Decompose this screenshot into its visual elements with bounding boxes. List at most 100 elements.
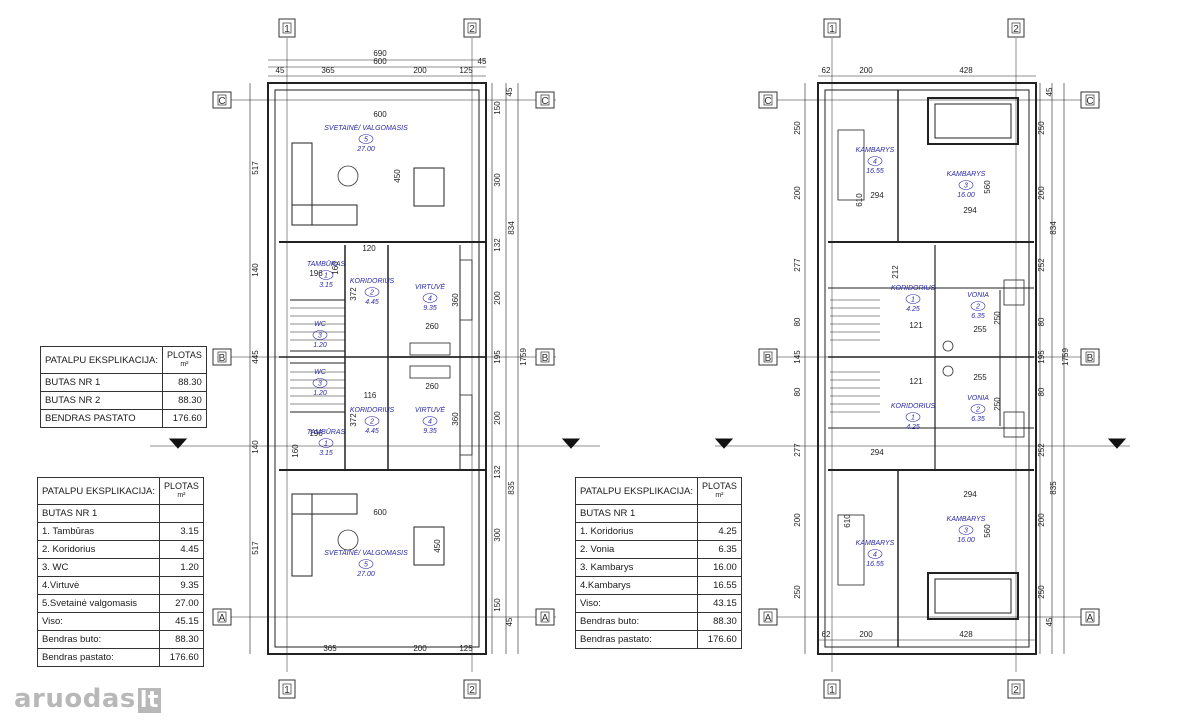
table-row: Bendras buto:88.30: [37, 630, 204, 649]
dimension-label: 150: [493, 101, 502, 115]
dimension-label: 365: [323, 644, 337, 653]
dimension-label: 200: [859, 630, 873, 639]
dimension-label: 600: [373, 508, 387, 517]
grid-label: 2: [469, 685, 475, 696]
dimension-label: 428: [959, 66, 973, 75]
grid-marker: [212, 91, 232, 109]
room-name-cell: 3. Kambarys: [575, 558, 698, 577]
room-name: KAMBARYS: [856, 147, 895, 154]
dimension-label: 195: [493, 350, 502, 364]
dimension-label: 560: [983, 524, 992, 538]
room-number-ellipse: [905, 412, 921, 422]
room-area: 16.00: [957, 192, 975, 199]
room-area: 4.25: [906, 424, 920, 431]
grid-marker-inner: [763, 94, 773, 106]
dimension-label: 125: [459, 66, 473, 75]
room-area: 1.20: [313, 390, 327, 397]
dimension-label: 300: [493, 173, 502, 187]
room-number: 2: [975, 304, 980, 311]
room-name-cell: Bendras pastato:: [575, 630, 698, 649]
room-number: 3: [318, 381, 322, 388]
inner-wall-face: [824, 89, 1030, 648]
grid-marker: [758, 91, 778, 109]
dimension-label: 140: [251, 440, 260, 454]
grid-marker-inner: [282, 22, 292, 34]
dimension-label: 212: [891, 265, 900, 279]
grid-marker: [212, 608, 232, 626]
room-area: 3.15: [319, 282, 333, 289]
dimension-label: 200: [413, 644, 427, 653]
room-area: 6.35: [971, 313, 985, 320]
dimension-label: 62: [822, 66, 831, 75]
dimension-label: 294: [870, 191, 884, 200]
room-area: 6.35: [971, 416, 985, 423]
room-number: 4: [428, 419, 432, 426]
grid-label: 2: [1013, 685, 1019, 696]
table-row: Viso:45.15: [37, 612, 204, 631]
dimension-label: 45: [1045, 87, 1054, 96]
dimension-label: 200: [493, 411, 502, 425]
area-cell: 9.35: [158, 576, 204, 595]
grid-marker-inner: [540, 94, 550, 106]
toilet: [942, 365, 954, 377]
dimension-label: 45: [276, 66, 285, 75]
room-area: 27.00: [356, 146, 375, 153]
wardrobe: [927, 572, 1019, 620]
grid-label: A: [542, 613, 549, 624]
kitchen-counter: [459, 394, 473, 456]
room-name: KAMBARYS: [856, 540, 895, 547]
room-name-cell: Viso:: [575, 594, 698, 613]
area-cell: 176.60: [158, 648, 204, 667]
grid-label: C: [764, 96, 771, 107]
grid-marker: [758, 608, 778, 626]
dimension-label: 255: [973, 325, 987, 334]
grid-label: A: [765, 613, 772, 624]
table-row: BUTAS NR 1: [37, 504, 204, 523]
room-name-cell: 4.Virtuvė: [37, 576, 160, 595]
room-name-cell: 1. Koridorius: [575, 522, 698, 541]
room-name-cell: Viso:: [37, 612, 160, 631]
dimension-label: 690: [373, 49, 387, 58]
grid-marker-inner: [1085, 94, 1095, 106]
dimension-label: 277: [793, 443, 802, 457]
grid-label: C: [218, 96, 225, 107]
table-title: PATALPU EKSPLIKACIJA:: [575, 477, 698, 505]
room-number: 4: [873, 159, 877, 166]
table-title: PATALPU EKSPLIKACIJA:: [40, 346, 163, 374]
dimension-label: 160: [331, 261, 340, 275]
dimension-label: 195: [1037, 350, 1046, 364]
room-number: 5: [364, 137, 368, 144]
dimension-label: 300: [493, 528, 502, 542]
toilet: [942, 340, 954, 352]
dimension-label: 200: [859, 66, 873, 75]
room-number-ellipse: [312, 330, 328, 340]
room-number-ellipse: [358, 134, 374, 144]
dimension-label: 62: [822, 630, 831, 639]
dimension-label: 517: [251, 541, 260, 555]
room-number-ellipse: [422, 416, 438, 426]
dimension-label: 360: [451, 293, 460, 307]
dimension-label: 835: [1049, 481, 1058, 495]
area-cell: 27.00: [158, 594, 204, 613]
area-cell: 88.30: [161, 391, 207, 410]
coffee-table: [337, 529, 359, 551]
dimension-label: 145: [793, 350, 802, 364]
room-name-cell: BUTAS NR 1: [40, 373, 163, 392]
area-cell: [158, 504, 204, 523]
dimension-label: 260: [425, 322, 439, 331]
grid-marker: [1080, 348, 1100, 366]
room-name-cell: 2. Vonia: [575, 540, 698, 559]
room-area: 4.25: [906, 306, 920, 313]
room-name: KAMBARYS: [947, 171, 986, 178]
room-number-ellipse: [970, 404, 986, 414]
dimension-label: 450: [393, 169, 402, 183]
dimension-label: 260: [425, 382, 439, 391]
table-row: Bendras pastato:176.60: [37, 648, 204, 667]
section-arrow: [168, 438, 188, 449]
grid-marker-inner: [827, 22, 837, 34]
room-area: 9.35: [423, 428, 437, 435]
